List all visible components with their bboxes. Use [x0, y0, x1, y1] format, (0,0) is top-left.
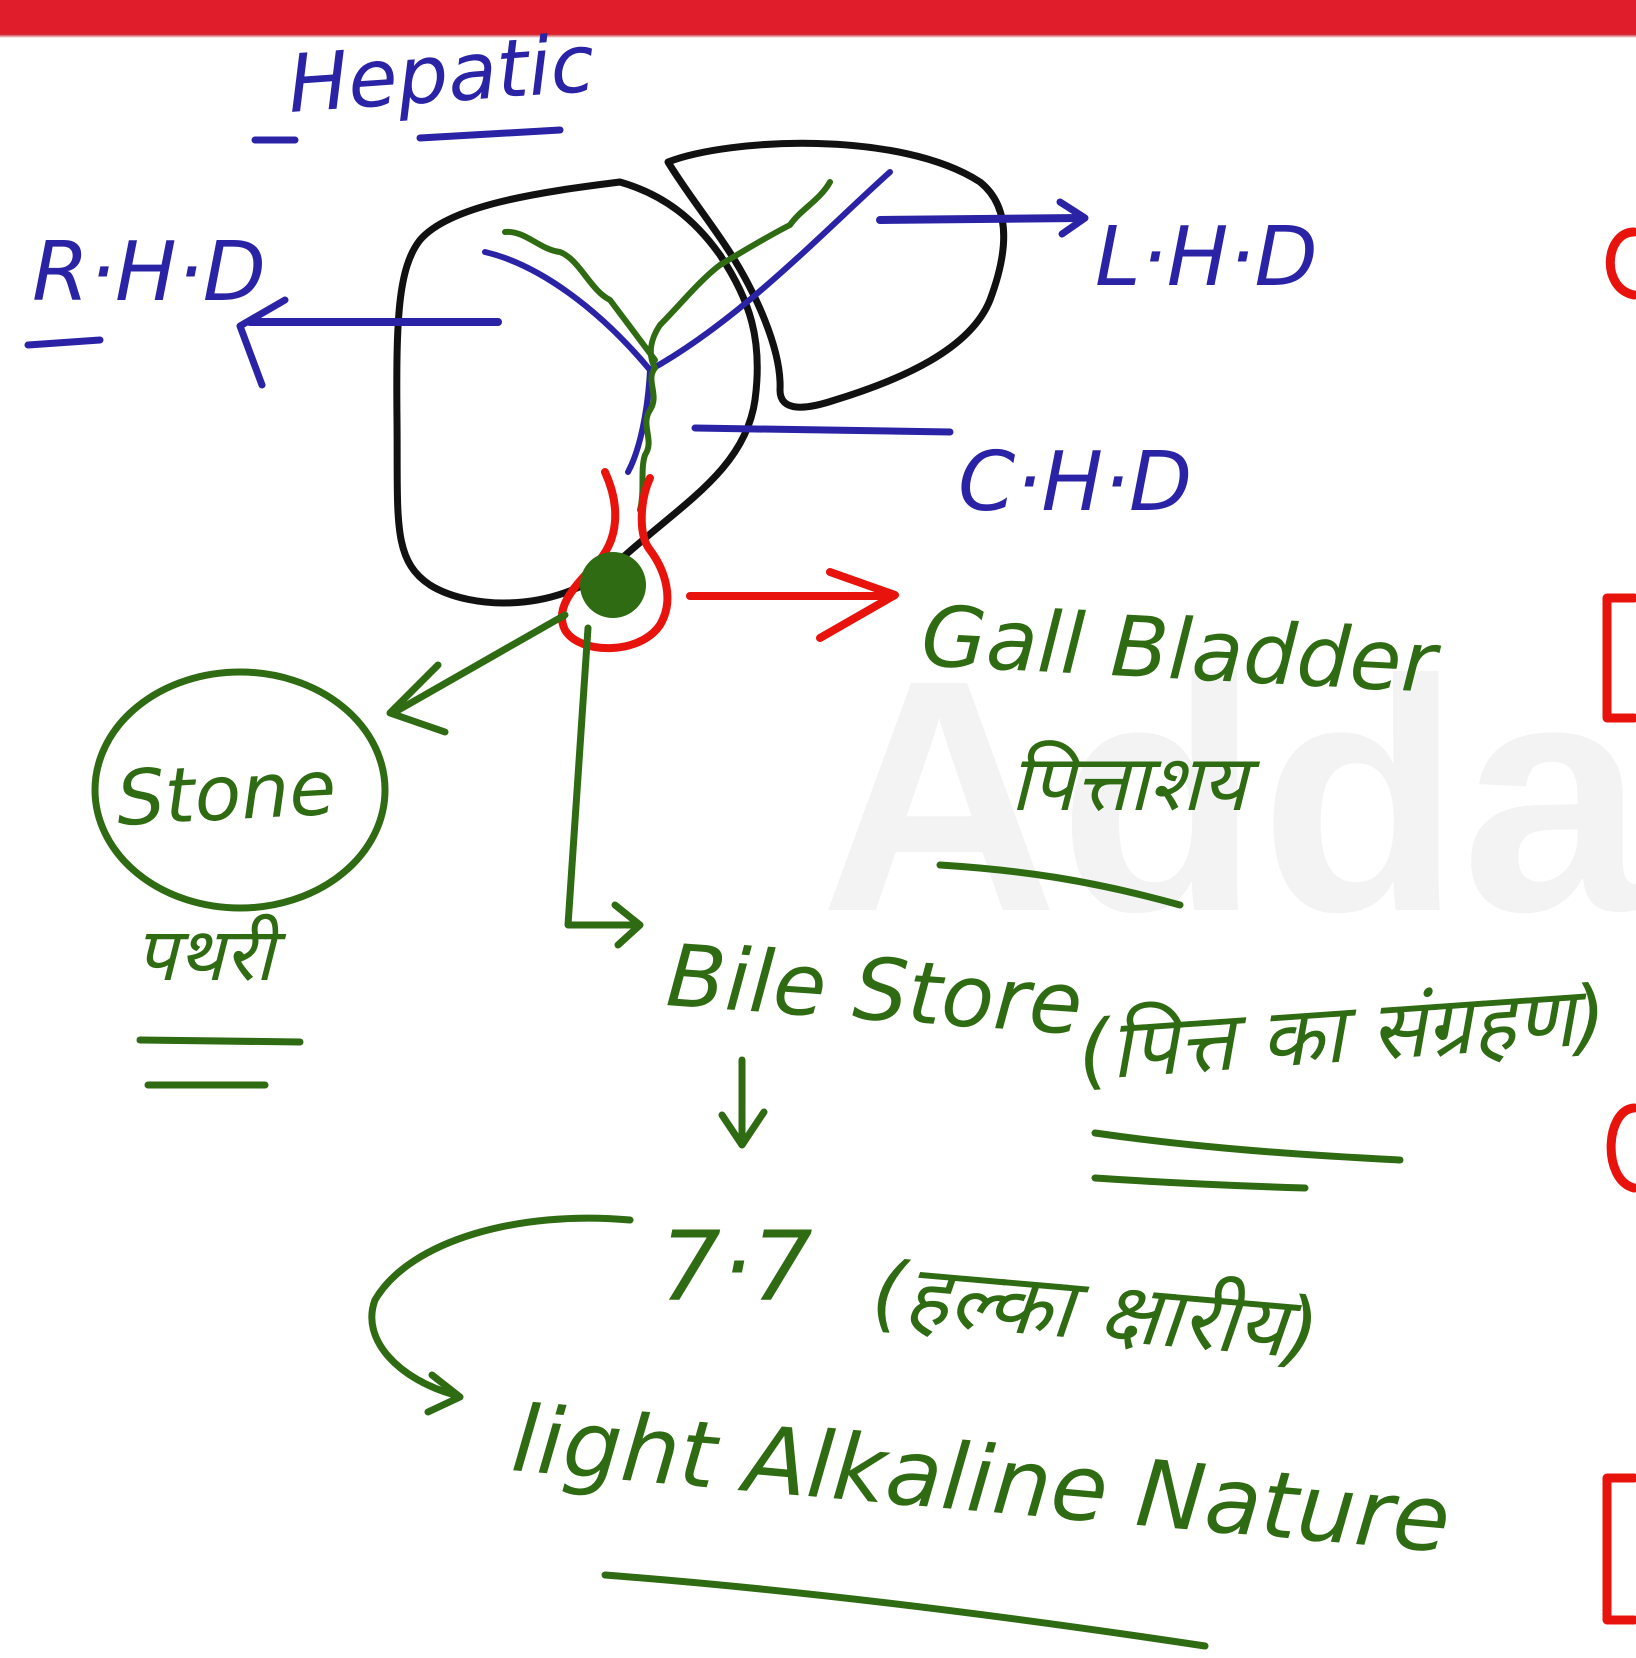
label-stone: Stone	[114, 743, 338, 843]
label-light-alkaline: light Alkaline Nature	[508, 1385, 1454, 1574]
label-ph-hindi: (हल्का क्षारीय)	[868, 1242, 1323, 1379]
right-margin-marks	[1602, 227, 1636, 1625]
label-stone-hindi: पथरी	[135, 912, 287, 998]
label-bile-store-hindi: (पित्त का संग्रहण)	[1075, 968, 1610, 1100]
gall-bladder-shape	[557, 468, 672, 653]
bile-canaliculi	[502, 179, 833, 513]
label-chd: C·H·D	[958, 435, 1192, 530]
label-rhd: R·H·D	[32, 225, 266, 320]
label-hepatic: Hepatic	[285, 17, 598, 131]
label-gall-bladder-hindi: पित्ताशय	[1010, 739, 1261, 829]
toolbar-shadow	[0, 34, 1636, 38]
gall-bladder-stone	[580, 552, 646, 618]
stone-circle	[91, 668, 389, 912]
top-toolbar-strip	[0, 0, 1636, 38]
watermark: Adda	[820, 611, 1636, 980]
label-lhd: L·H·D	[1095, 210, 1318, 305]
liver-outline	[393, 139, 1008, 607]
underlines	[24, 126, 1404, 1650]
label-ph-value: 7·7	[660, 1211, 813, 1323]
gall-bladder-arrows	[368, 568, 899, 1416]
